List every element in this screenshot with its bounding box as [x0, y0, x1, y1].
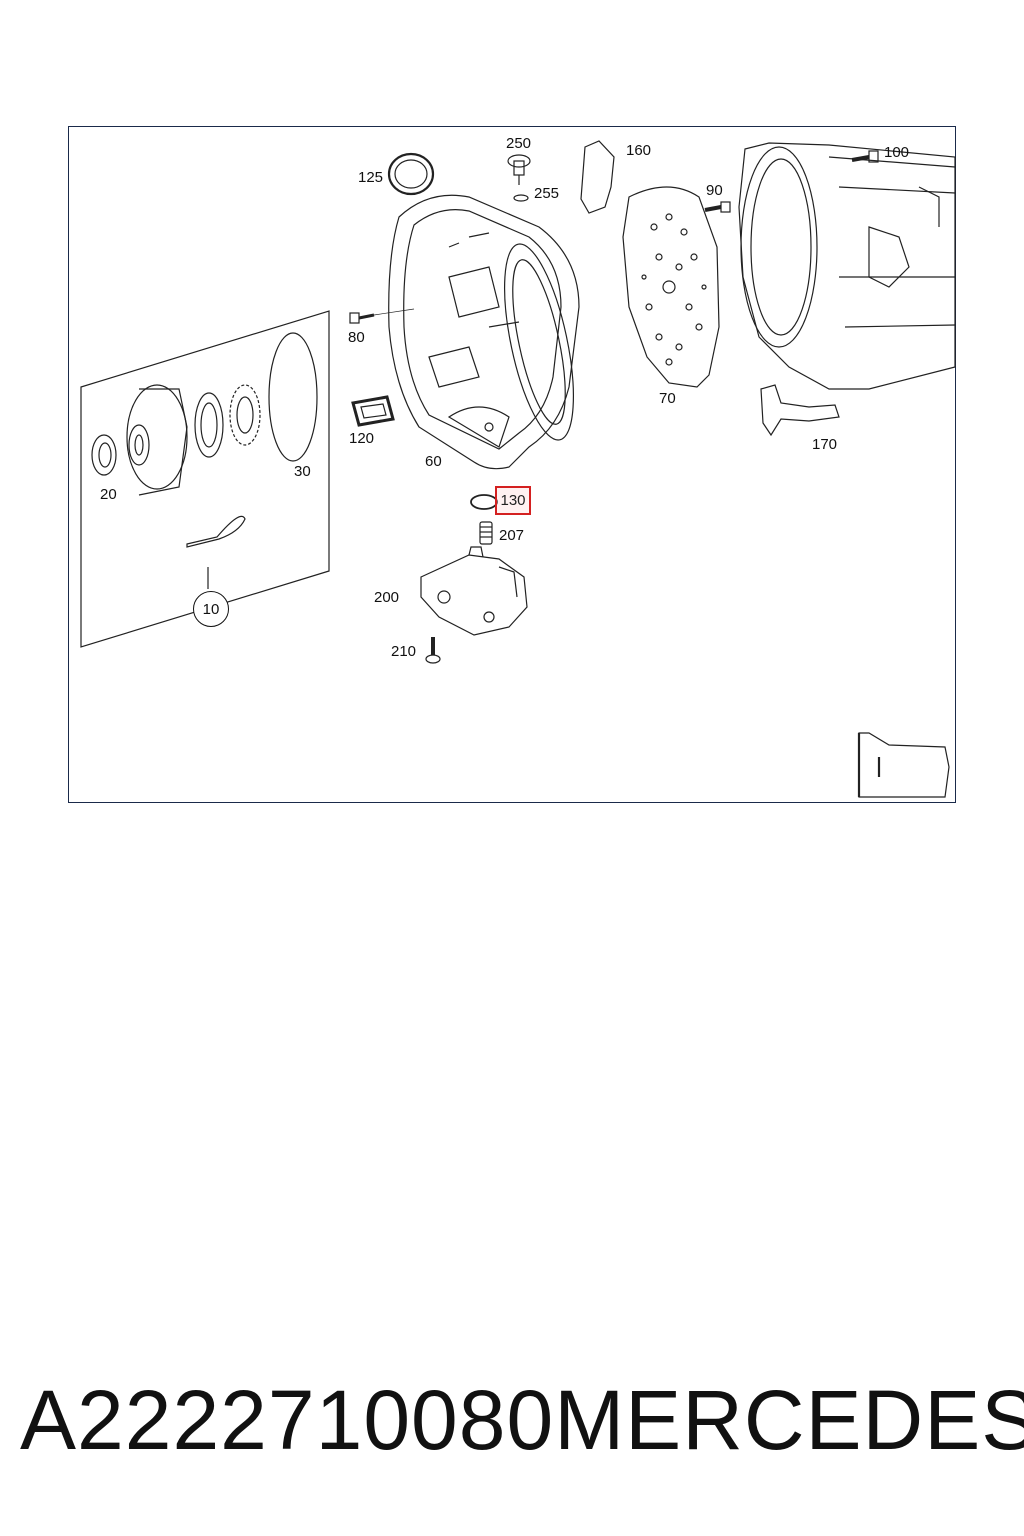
label-170[interactable]: 170 — [812, 436, 838, 453]
label-70[interactable]: 70 — [659, 390, 676, 407]
bracket-170-drawing — [760, 384, 840, 437]
callout-10[interactable]: 10 — [193, 591, 229, 627]
label-100[interactable]: 100 — [884, 144, 910, 161]
label-210[interactable]: 210 — [391, 643, 417, 660]
thumbnail-drawing — [857, 732, 950, 798]
kit-panel — [80, 310, 330, 648]
highlighted-part-130[interactable]: 130 — [495, 486, 531, 515]
pump-housing-drawing — [126, 384, 188, 496]
plug-250-drawing — [507, 154, 531, 185]
control-unit-200-drawing — [420, 546, 528, 636]
o-ring-255-drawing — [513, 194, 529, 202]
label-125[interactable]: 125 — [358, 169, 384, 186]
label-90[interactable]: 90 — [706, 182, 723, 199]
intermediate-plate-70-drawing — [622, 186, 720, 388]
o-ring-30-drawing — [268, 332, 318, 462]
gasket-120-drawing — [351, 395, 395, 427]
parts-diagram-frame: 125 250 255 160 90 100 80 120 60 70 170 … — [68, 126, 956, 803]
label-20[interactable]: 20 — [100, 486, 117, 503]
label-207[interactable]: 207 — [499, 527, 525, 544]
bolt-210-drawing — [425, 637, 441, 664]
label-160[interactable]: 160 — [626, 142, 652, 159]
exploded-view-drawing — [80, 140, 956, 798]
label-200[interactable]: 200 — [374, 589, 400, 606]
label-120[interactable]: 120 — [349, 430, 375, 447]
label-60[interactable]: 60 — [425, 453, 442, 470]
transmission-housing-drawing — [388, 194, 580, 470]
bolt-90-drawing — [704, 201, 731, 213]
label-250[interactable]: 250 — [506, 135, 532, 152]
gear-drawing — [194, 384, 261, 458]
brand-text: MERCEDES — [554, 1373, 1024, 1467]
cable-tie-drawing — [186, 515, 246, 548]
part-number-text: A2222710080 — [20, 1373, 555, 1467]
bracket-160-drawing — [580, 140, 615, 214]
connector-207-drawing — [479, 521, 493, 545]
transmission-case-drawing — [738, 142, 956, 390]
seal-130-drawing — [470, 494, 498, 510]
label-30[interactable]: 30 — [294, 463, 311, 480]
bolt-80-drawing — [349, 308, 415, 324]
seal-20-drawing — [91, 434, 117, 476]
label-255[interactable]: 255 — [534, 185, 560, 202]
label-80[interactable]: 80 — [348, 329, 365, 346]
ring-125-drawing — [387, 152, 435, 196]
footer-caption: A2222710080 MERCEDES — [20, 1370, 1024, 1470]
